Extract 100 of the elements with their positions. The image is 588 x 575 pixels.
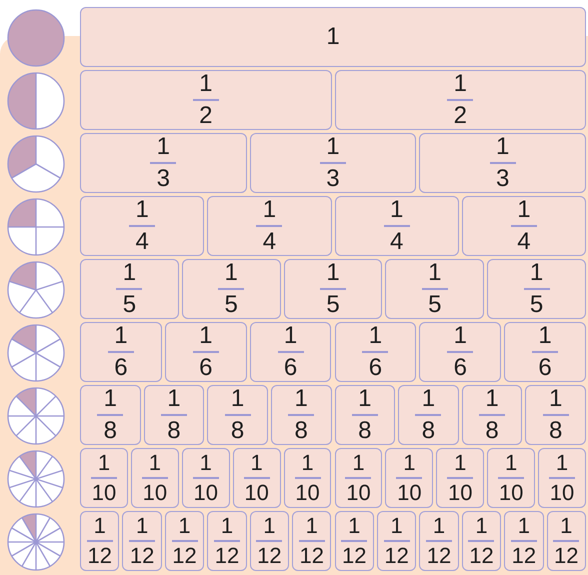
fraction-bar — [250, 133, 416, 193]
denominator: 5 — [428, 293, 442, 317]
fraction-bar — [250, 511, 290, 571]
numerator: 1 — [530, 261, 544, 285]
fraction-bar — [334, 385, 396, 445]
numerator: 1 — [262, 198, 276, 222]
fraction-circle — [6, 512, 66, 572]
fraction-bar — [80, 7, 586, 67]
numerator: 1 — [352, 452, 365, 474]
denominator: 3 — [156, 167, 170, 191]
denominator: 8 — [294, 419, 308, 443]
denominator: 8 — [422, 419, 436, 443]
fraction-bar — [207, 511, 247, 571]
fraction-bar — [80, 385, 141, 445]
numerator: 1 — [135, 198, 149, 222]
numerator: 1 — [505, 452, 518, 474]
fraction-bar — [334, 511, 374, 571]
numerator: 1 — [428, 261, 442, 285]
fraction-bar — [250, 322, 332, 382]
denominator: 5 — [326, 293, 340, 317]
numerator: 1 — [454, 452, 466, 474]
numerator: 1 — [368, 324, 382, 348]
fraction-bar — [525, 385, 586, 445]
denominator: 8 — [167, 419, 181, 443]
numerator: 1 — [390, 198, 404, 222]
fraction-bar — [80, 70, 332, 130]
denominator: 8 — [104, 419, 117, 443]
numerator: 1 — [148, 452, 161, 474]
fraction-bar — [538, 448, 586, 508]
denominator: 8 — [549, 419, 562, 443]
numerator: 1 — [454, 324, 467, 348]
fraction-bar — [80, 322, 162, 382]
numerator: 1 — [301, 452, 314, 474]
numerator: 1 — [403, 452, 416, 474]
denominator: 12 — [300, 545, 324, 567]
fraction-bar — [385, 448, 434, 508]
numerator: 1 — [167, 387, 181, 411]
fraction-bar — [385, 259, 484, 319]
denominator: 2 — [454, 104, 467, 128]
numerator: 1 — [294, 387, 308, 411]
fraction-bar — [504, 511, 544, 571]
denominator: 12 — [87, 545, 112, 567]
numerator: 1 — [199, 72, 212, 96]
fraction-bar — [80, 133, 247, 193]
fraction-bar — [487, 259, 586, 319]
numerator: 1 — [284, 324, 298, 348]
numerator: 1 — [122, 261, 136, 285]
numerator: 1 — [549, 387, 562, 411]
whole-number: 1 — [326, 25, 340, 49]
fraction-circle — [6, 323, 66, 383]
denominator: 8 — [485, 419, 499, 443]
denominator: 5 — [530, 293, 544, 317]
numerator: 1 — [475, 515, 488, 537]
fraction-bar — [182, 259, 281, 319]
fraction-circle — [6, 260, 66, 320]
denominator: 10 — [92, 482, 116, 504]
fraction-bar — [164, 322, 247, 382]
denominator: 10 — [142, 482, 168, 504]
numerator: 1 — [199, 324, 212, 348]
numerator: 1 — [224, 261, 238, 285]
numerator: 1 — [556, 452, 568, 474]
fraction-bar — [130, 448, 179, 508]
numerator: 1 — [136, 515, 148, 537]
fraction-bar — [376, 511, 416, 571]
denominator: 10 — [550, 482, 574, 504]
numerator: 1 — [263, 515, 276, 537]
numerator: 1 — [485, 387, 499, 411]
fraction-bar — [419, 133, 586, 193]
denominator: 12 — [342, 545, 366, 567]
fraction-bar — [546, 511, 586, 571]
denominator: 12 — [554, 545, 579, 567]
denominator: 6 — [368, 356, 382, 380]
denominator: 8 — [230, 419, 244, 443]
numerator: 1 — [156, 135, 170, 159]
fraction-bar — [462, 511, 502, 571]
denominator: 4 — [517, 230, 531, 254]
fraction-bar — [270, 385, 332, 445]
fraction-bar — [487, 448, 536, 508]
denominator: 6 — [284, 356, 298, 380]
numerator: 1 — [496, 135, 510, 159]
numerator: 1 — [518, 515, 530, 537]
numerator: 1 — [358, 387, 372, 411]
numerator: 1 — [326, 261, 340, 285]
numerator: 1 — [94, 515, 106, 537]
denominator: 8 — [358, 419, 372, 443]
denominator: 10 — [295, 482, 320, 504]
fraction-bar — [207, 196, 332, 256]
denominator: 12 — [512, 545, 536, 567]
denominator: 10 — [346, 482, 371, 504]
numerator: 1 — [250, 452, 263, 474]
numerator: 1 — [348, 515, 360, 537]
denominator: 12 — [257, 545, 282, 567]
denominator: 10 — [498, 482, 524, 504]
fraction-bar — [284, 448, 332, 508]
denominator: 6 — [538, 356, 552, 380]
numerator: 1 — [560, 515, 572, 537]
numerator: 1 — [230, 387, 244, 411]
fraction-bar — [80, 511, 120, 571]
fraction-circle — [6, 449, 66, 509]
denominator: 4 — [135, 230, 149, 254]
